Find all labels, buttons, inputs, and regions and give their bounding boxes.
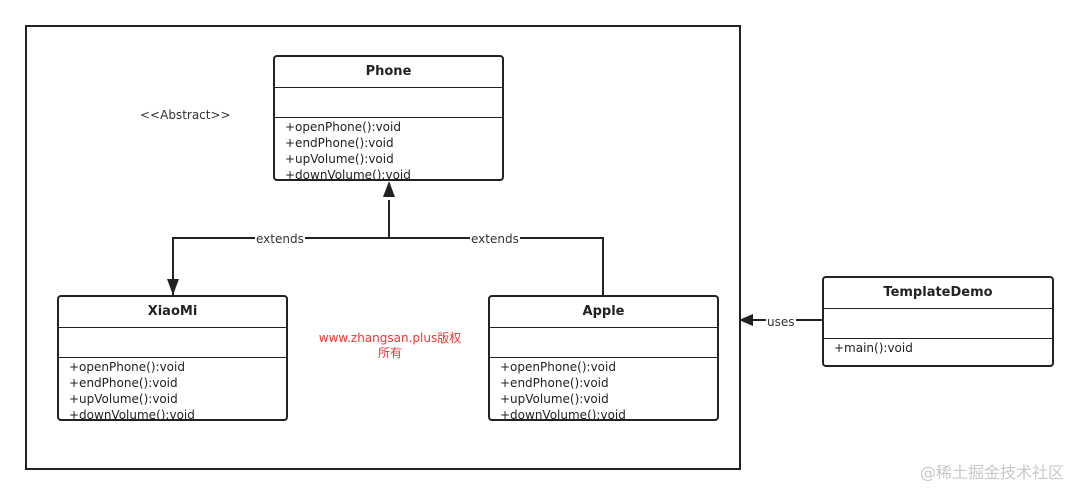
xiaomi-arrowhead [167, 279, 179, 295]
diagram-frame [25, 25, 741, 470]
phone-op-open: +openPhone():void [285, 120, 401, 134]
xiaomi-op-open: +openPhone():void [69, 360, 185, 374]
abstract-stereotype: <<Abstract>> [140, 108, 231, 122]
apple-op-upvolume: +upVolume():void [500, 392, 609, 406]
xiaomi-operations: +openPhone():void +endPhone():void +upVo… [59, 358, 286, 421]
apple-op-downvolume: +downVolume():void [500, 408, 626, 421]
phone-op-upvolume: +upVolume():void [285, 152, 394, 166]
xiaomi-op-downvolume: +downVolume():void [69, 408, 195, 421]
watermark-line-2: 所有 [377, 346, 402, 360]
phone-attributes [275, 88, 502, 118]
template-demo-op-main: +main():void [834, 341, 913, 355]
template-demo-operations: +main():void [824, 339, 1052, 356]
phone-class-name: Phone [275, 57, 502, 88]
xiaomi-op-end: +endPhone():void [69, 376, 178, 390]
template-demo-class[interactable]: TemplateDemo +main():void [822, 276, 1054, 367]
apple-op-open: +openPhone():void [500, 360, 616, 374]
apple-class[interactable]: Apple +openPhone():void +endPhone():void… [488, 295, 719, 421]
xiaomi-class-name: XiaoMi [59, 297, 286, 328]
phone-arrowhead [383, 181, 395, 197]
copyright-watermark: www.zhangsan.plus版权 所有 [300, 331, 480, 361]
phone-op-end: +endPhone():void [285, 136, 394, 150]
apple-op-end: +endPhone():void [500, 376, 609, 390]
xiaomi-op-upvolume: +upVolume():void [69, 392, 178, 406]
phone-class[interactable]: Phone +openPhone():void +endPhone():void… [273, 55, 504, 181]
xiaomi-extends-label: extends [255, 232, 305, 246]
apple-extends-label: extends [470, 232, 520, 246]
phone-op-downvolume: +downVolume():void [285, 168, 411, 181]
uses-label: uses [766, 315, 796, 329]
watermark-line-1: www.zhangsan.plus版权 [318, 331, 462, 345]
phone-operations: +openPhone():void +endPhone():void +upVo… [275, 118, 502, 181]
template-demo-class-name: TemplateDemo [824, 278, 1052, 309]
apple-operations: +openPhone():void +endPhone():void +upVo… [490, 358, 717, 421]
xiaomi-class[interactable]: XiaoMi +openPhone():void +endPhone():voi… [57, 295, 288, 421]
apple-extends-line [389, 237, 604, 295]
apple-class-name: Apple [490, 297, 717, 328]
apple-attributes [490, 328, 717, 358]
xiaomi-attributes [59, 328, 286, 358]
template-demo-attributes [824, 309, 1052, 339]
uses-arrowhead [739, 314, 753, 326]
xiaomi-extends-line [172, 200, 390, 295]
site-watermark: @稀土掘金技术社区 [919, 463, 1064, 482]
